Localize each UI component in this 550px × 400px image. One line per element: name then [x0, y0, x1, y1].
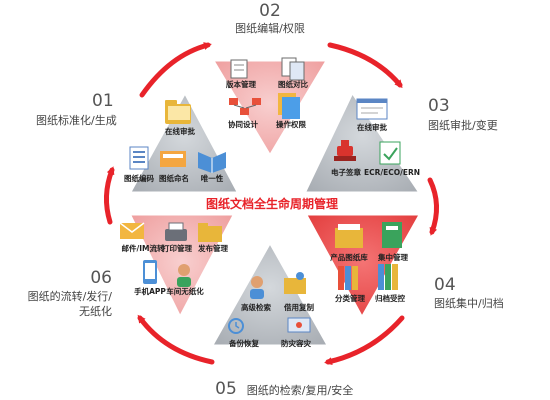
item-label: 借用复制	[283, 302, 314, 312]
item-label: 归档受控	[375, 293, 405, 303]
item-label: 集中管理	[377, 252, 408, 262]
printer-icon	[165, 222, 187, 241]
stage-4-caption: 04 图纸集中/归档	[434, 275, 504, 310]
segment-5[interactable]	[204, 234, 336, 352]
segment-1-labels: 在线审批 图纸编码 图纸命名 唯一性	[124, 126, 224, 183]
arrow-3-to-4	[427, 177, 439, 236]
item-label: 产品图纸库	[330, 252, 368, 262]
backup-icon	[228, 318, 244, 334]
share-folder-icon	[284, 272, 306, 294]
publish-folder-icon	[198, 223, 222, 242]
item-label: 在线审批	[165, 126, 195, 136]
item-label: ECR/ECO/ERN	[364, 168, 420, 177]
arrow-2-to-3	[327, 42, 403, 89]
stage-label: 无纸化	[79, 304, 112, 318]
stage-label: 图纸编辑/权限	[235, 21, 305, 35]
archive-binders-icon	[378, 264, 398, 290]
arrow-4-to-5	[324, 315, 405, 366]
stage-6-caption: 06 图纸的流转/发行/ 无纸化	[28, 268, 113, 318]
stage-label: 图纸集中/归档	[434, 296, 504, 310]
ecr-doc-icon	[379, 141, 401, 165]
segment-2[interactable]	[205, 54, 335, 164]
folder-icon	[165, 100, 191, 124]
item-label: 打印管理	[162, 243, 192, 253]
item-label: 邮件/IM流转	[122, 243, 165, 253]
item-label: 车间无纸化	[166, 286, 204, 296]
item-label: 唯一性	[201, 173, 224, 183]
stage-2-caption: 02 图纸编辑/权限	[235, 1, 305, 35]
segment-5-labels: 高级检索 借用复制 备份恢复 防灾容灾	[228, 302, 314, 348]
stage-number: 01	[92, 91, 114, 111]
stamp-icon	[334, 140, 356, 161]
item-label: 操作权限	[276, 119, 306, 129]
stage-label: 图纸的检索/复用/安全	[247, 383, 353, 397]
version-doc-icon	[230, 59, 248, 79]
paperless-workshop-icon	[177, 264, 191, 287]
search-person-icon	[250, 276, 264, 299]
mail-icon	[119, 222, 145, 239]
item-label: 发布管理	[197, 243, 228, 253]
stage-5-caption: 05 图纸的检索/复用/安全	[215, 379, 353, 399]
stage-1-caption: 01 图纸标准化/生成	[36, 91, 117, 127]
segment-6-labels: 邮件/IM流转 打印管理 发布管理 手机APP 车间无纸化	[122, 243, 229, 296]
network-icon	[229, 98, 261, 115]
stage-3-caption: 03 图纸审批/变更	[428, 96, 498, 132]
drawing-box-icon	[335, 224, 363, 248]
item-label: 高级检索	[241, 302, 271, 312]
item-label: 分类管理	[335, 293, 365, 303]
stage-label: 图纸标准化/生成	[36, 113, 117, 127]
segment-3-labels: 在线审批 电子签章 ECR/ECO/ERN	[331, 122, 420, 177]
item-label: 图纸对比	[278, 79, 308, 89]
disaster-recovery-icon	[287, 317, 311, 333]
binders-icon	[338, 266, 358, 290]
item-label: 手机APP	[134, 286, 166, 296]
stage-number: 04	[434, 275, 456, 295]
item-label: 协同设计	[228, 119, 258, 129]
mobile-app-icon	[143, 260, 157, 284]
item-label: 备份恢复	[228, 338, 259, 348]
center-title: 图纸文档全生命周期管理	[206, 196, 338, 211]
compare-doc-icon	[281, 57, 305, 81]
stage-number: 02	[259, 1, 281, 21]
item-label: 图纸命名	[159, 173, 189, 183]
approval-window-icon	[356, 98, 388, 120]
stage-number: 05	[215, 379, 237, 399]
cycle-arrows	[104, 42, 439, 366]
segment-4-labels: 产品图纸库 集中管理 分类管理 归档受控	[330, 252, 408, 303]
item-label: 防灾容灾	[281, 338, 311, 348]
permission-docs-icon	[278, 93, 300, 119]
stage-label: 图纸的流转/发行/	[28, 289, 113, 303]
stage-number: 03	[428, 96, 450, 116]
stage-number: 06	[90, 268, 112, 288]
book-icon	[198, 152, 226, 173]
stage-label: 图纸审批/变更	[428, 118, 498, 132]
item-label: 版本管理	[225, 79, 256, 89]
arrow-1-to-2	[139, 42, 212, 98]
green-book-icon	[382, 222, 402, 248]
item-label: 在线审批	[357, 122, 387, 132]
arrow-6-to-1	[104, 166, 115, 225]
item-label: 电子签章	[331, 167, 361, 177]
drawing-id-icon	[160, 151, 186, 167]
barcode-doc-icon	[129, 146, 149, 170]
arrow-5-to-6	[137, 314, 215, 365]
segment-2-labels: 版本管理 图纸对比 协同设计 操作权限	[225, 79, 308, 129]
item-label: 图纸编码	[124, 173, 154, 183]
